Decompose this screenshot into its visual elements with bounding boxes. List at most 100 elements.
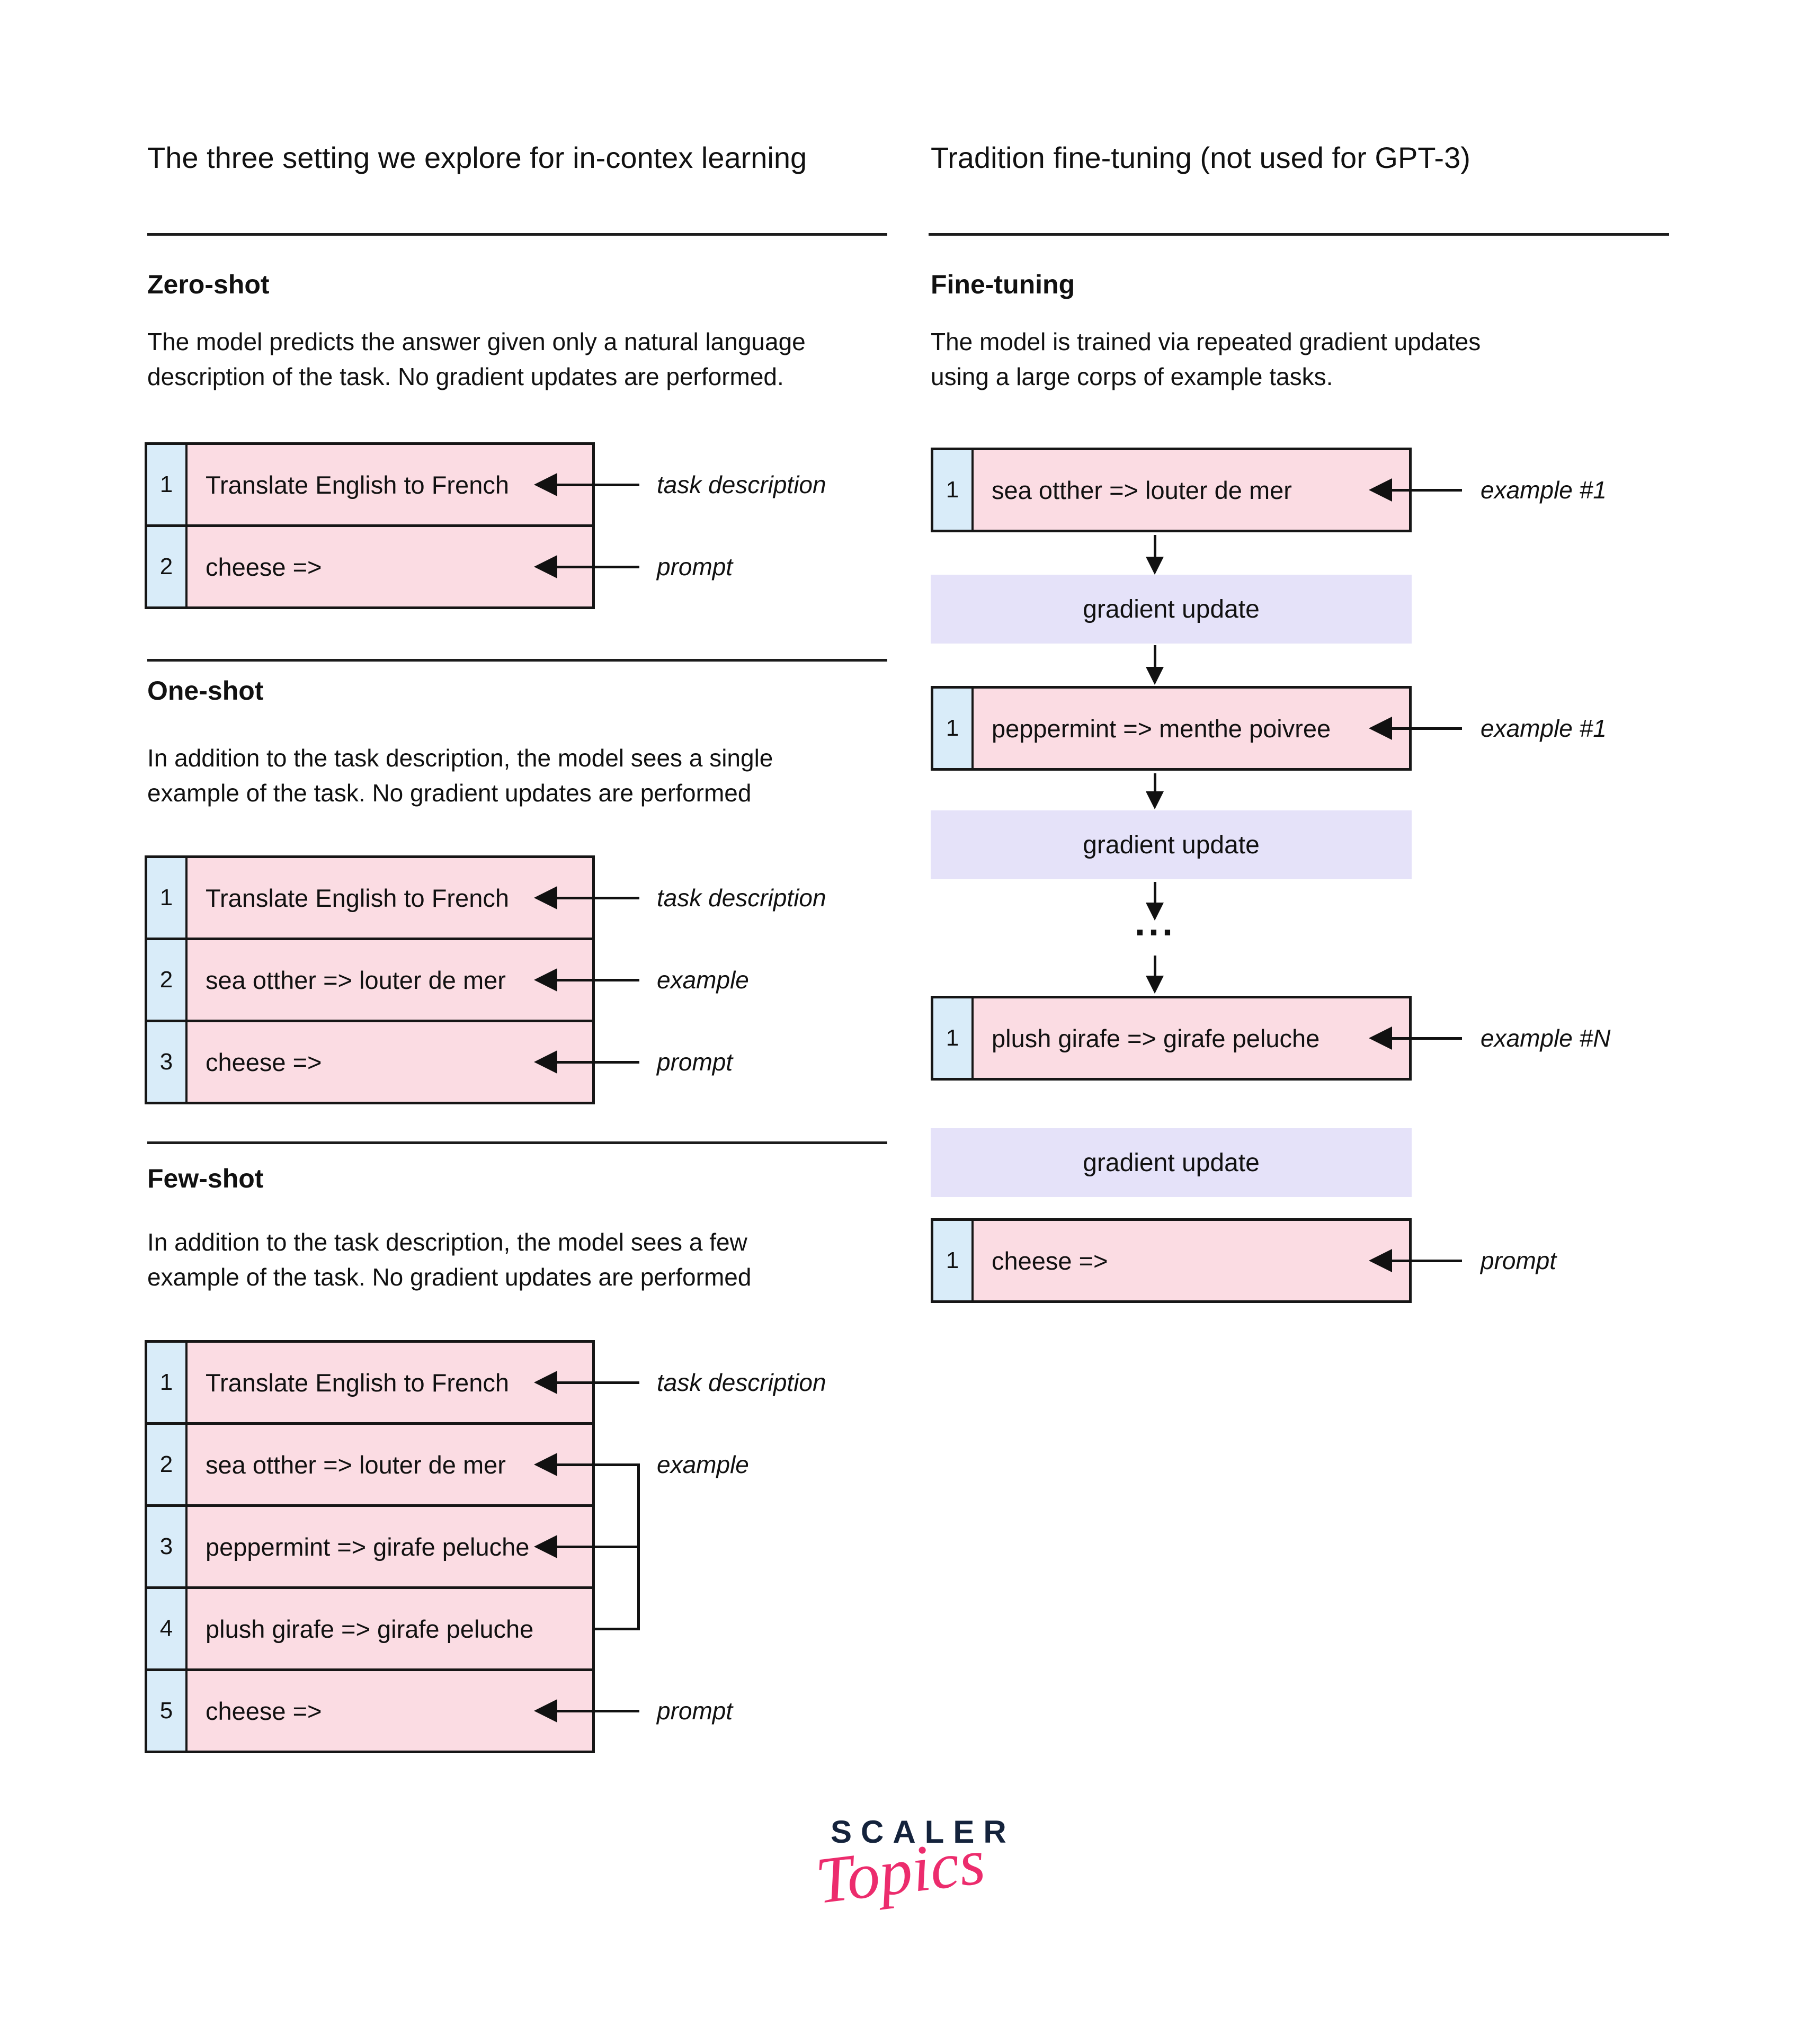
arrow-left-icon — [534, 1371, 639, 1394]
annotation-example: example — [657, 1451, 749, 1478]
arrow-down-icon — [1146, 645, 1164, 685]
left-title-divider — [147, 233, 887, 236]
bracket-line — [637, 1463, 640, 1630]
row-text: plush girafe => girafe peluche — [206, 1614, 534, 1643]
arrowhead-icon — [534, 555, 557, 578]
arrow-left-icon — [534, 1699, 639, 1722]
row-number: 5 — [147, 1671, 188, 1751]
row-text: cheese => — [206, 552, 322, 581]
arrow-shaft — [555, 897, 639, 899]
bracket-line — [594, 1628, 640, 1630]
row-text: Translate English to French — [206, 1368, 509, 1397]
finetune-example-box: 1 plush girafe => girafe peluche — [931, 996, 1412, 1081]
arrowhead-icon — [534, 1535, 557, 1558]
few-shot-description: In addition to the task description, the… — [147, 1228, 752, 1291]
row-text: peppermint => girafe peluche — [206, 1532, 530, 1561]
few-shot-heading: Few-shot — [147, 1164, 264, 1193]
right-title-divider — [929, 233, 1669, 236]
annotation-example-1: example #1 — [1481, 476, 1607, 504]
section-divider — [147, 1141, 887, 1144]
table-row: 2 sea otther => louter de mer — [147, 1422, 592, 1504]
arrowhead-icon — [534, 473, 557, 496]
arrowhead-icon — [534, 1371, 557, 1394]
row-text: cheese => — [992, 1246, 1108, 1275]
row-text: sea otther => louter de mer — [992, 476, 1292, 504]
table-row: 3 peppermint => girafe peluche — [147, 1504, 592, 1586]
arrowhead-icon — [1369, 1249, 1392, 1272]
annotation-example-n: example #N — [1481, 1024, 1611, 1052]
arrow-shaft — [555, 1546, 639, 1548]
table-row: 1 Translate English to French — [147, 1343, 592, 1422]
annotation-example: example — [657, 966, 749, 994]
annotation-prompt: prompt — [657, 553, 733, 581]
one-shot-description: In addition to the task description, the… — [147, 744, 773, 807]
arrow-left-icon — [534, 1453, 639, 1476]
row-number: 3 — [147, 1507, 188, 1586]
annotation-task-description: task description — [657, 471, 826, 498]
arrowhead-icon — [1369, 478, 1392, 502]
arrow-down-icon — [1146, 773, 1164, 809]
arrowhead-icon — [534, 1050, 557, 1074]
row-number: 1 — [933, 998, 974, 1078]
fine-tuning-heading: Fine-tuning — [931, 270, 1075, 299]
row-text: peppermint => menthe poivree — [992, 714, 1331, 743]
finetune-example-box: 1 peppermint => menthe poivree — [931, 686, 1412, 771]
annotation-example-1: example #1 — [1481, 715, 1607, 742]
gradient-update-box: gradient update — [931, 810, 1412, 879]
table-row: 1 peppermint => menthe poivree — [933, 689, 1409, 768]
table-row: 1 cheese => — [933, 1221, 1409, 1300]
row-number: 1 — [933, 1221, 974, 1300]
row-number: 1 — [933, 450, 974, 530]
zero-shot-table: 1 Translate English to French 2 cheese =… — [145, 442, 595, 609]
section-divider — [147, 659, 887, 662]
arrow-left-icon — [534, 555, 639, 578]
fine-tuning-description: The model is trained via repeated gradie… — [931, 328, 1481, 390]
arrow-left-icon — [534, 1050, 639, 1074]
arrow-shaft — [555, 1061, 639, 1064]
arrow-shaft — [555, 1381, 639, 1384]
one-shot-heading: One-shot — [147, 676, 264, 706]
arrowhead-icon — [534, 968, 557, 992]
gradient-update-box: gradient update — [931, 1128, 1412, 1197]
arrow-left-icon — [1369, 717, 1462, 740]
annotation-task-description: task description — [657, 884, 826, 912]
row-number: 1 — [147, 1343, 188, 1422]
row-text: cheese => — [206, 1048, 322, 1076]
table-row: 5 cheese => — [147, 1668, 592, 1751]
right-column-title: Tradition fine-tuning (not used for GPT-… — [931, 141, 1470, 174]
annotation-prompt: prompt — [657, 1048, 733, 1076]
table-row: 1 Translate English to French — [147, 445, 592, 524]
arrow-left-icon — [534, 473, 639, 496]
one-shot-table: 1 Translate English to French 2 sea otth… — [145, 855, 595, 1104]
arrow-left-icon — [534, 886, 639, 909]
table-row: 4 plush girafe => girafe peluche — [147, 1586, 592, 1668]
table-row: 3 cheese => — [147, 1020, 592, 1102]
table-row: 2 sea otther => louter de mer — [147, 938, 592, 1020]
arrowhead-icon — [1369, 1027, 1392, 1050]
finetune-prompt-box: 1 cheese => — [931, 1218, 1412, 1303]
arrow-down-icon — [1146, 535, 1164, 575]
arrow-left-icon — [1369, 478, 1462, 502]
row-number: 1 — [933, 689, 974, 768]
arrow-left-icon — [534, 968, 639, 992]
row-number: 2 — [147, 1425, 188, 1504]
arrowhead-icon — [534, 1699, 557, 1722]
scaler-logo-text: SCALER — [831, 1814, 1015, 1850]
table-row: 2 cheese => — [147, 524, 592, 606]
arrowhead-icon — [1369, 717, 1392, 740]
row-number: 2 — [147, 527, 188, 606]
annotation-prompt: prompt — [1481, 1247, 1557, 1274]
arrowhead-icon — [534, 1453, 557, 1476]
arrow-down-icon — [1146, 956, 1164, 994]
table-row: 1 plush girafe => girafe peluche — [933, 998, 1409, 1078]
annotation-prompt: prompt — [657, 1697, 733, 1725]
gradient-update-box: gradient update — [931, 575, 1412, 644]
zero-shot-heading: Zero-shot — [147, 270, 270, 299]
arrow-shaft — [555, 1463, 639, 1466]
arrowhead-icon — [534, 886, 557, 909]
zero-shot-description: The model predicts the answer given only… — [147, 328, 806, 390]
row-number: 1 — [147, 858, 188, 938]
row-number: 2 — [147, 940, 188, 1020]
arrow-shaft — [555, 566, 639, 568]
annotation-task-description: task description — [657, 1369, 826, 1396]
